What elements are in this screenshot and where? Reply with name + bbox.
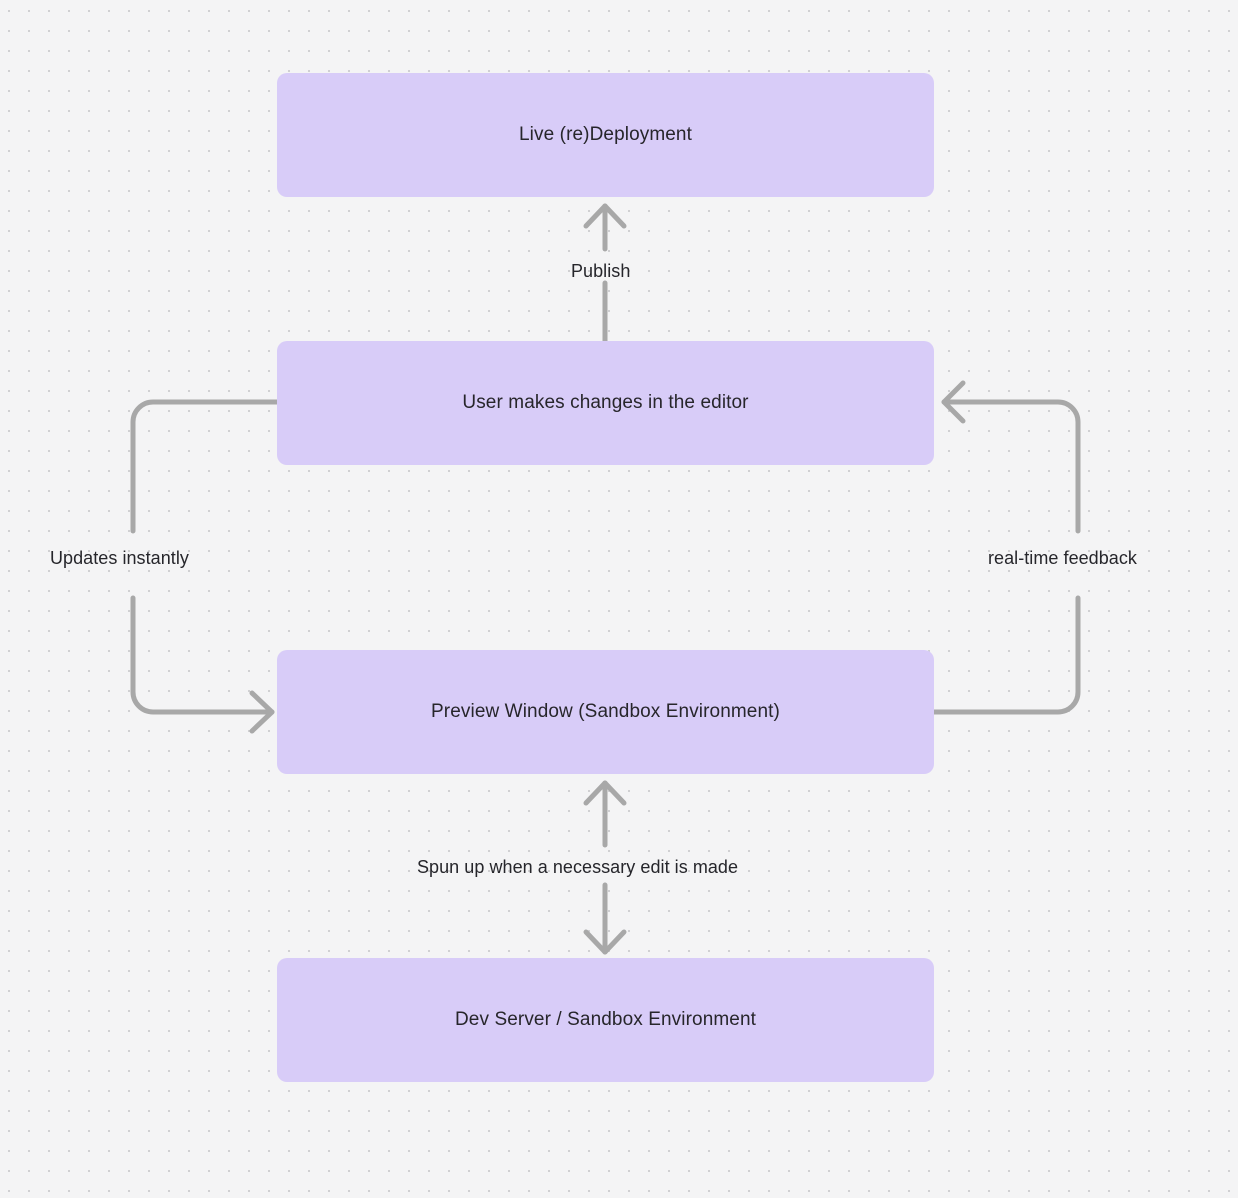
node-dev-server-label: Dev Server / Sandbox Environment bbox=[454, 1008, 756, 1030]
node-dev-server[interactable]: Dev Server / Sandbox Environment bbox=[277, 958, 934, 1082]
node-user-edits-label: User makes changes in the editor bbox=[462, 391, 749, 413]
edge-label-spun-up: Spun up when a necessary edit is made bbox=[417, 857, 739, 877]
node-preview-window[interactable]: Preview Window (Sandbox Environment) bbox=[277, 650, 934, 774]
node-preview-window-label: Preview Window (Sandbox Environment) bbox=[431, 700, 780, 722]
edge-label-real-time-feedback: real-time feedback bbox=[988, 548, 1137, 568]
node-live-deployment-label: Live (re)Deployment bbox=[519, 123, 692, 145]
edge-label-updates-instantly: Updates instantly bbox=[50, 548, 189, 568]
node-user-edits[interactable]: User makes changes in the editor bbox=[277, 341, 934, 465]
node-live-deployment[interactable]: Live (re)Deployment bbox=[277, 73, 934, 197]
edge-label-publish: Publish bbox=[571, 261, 631, 281]
